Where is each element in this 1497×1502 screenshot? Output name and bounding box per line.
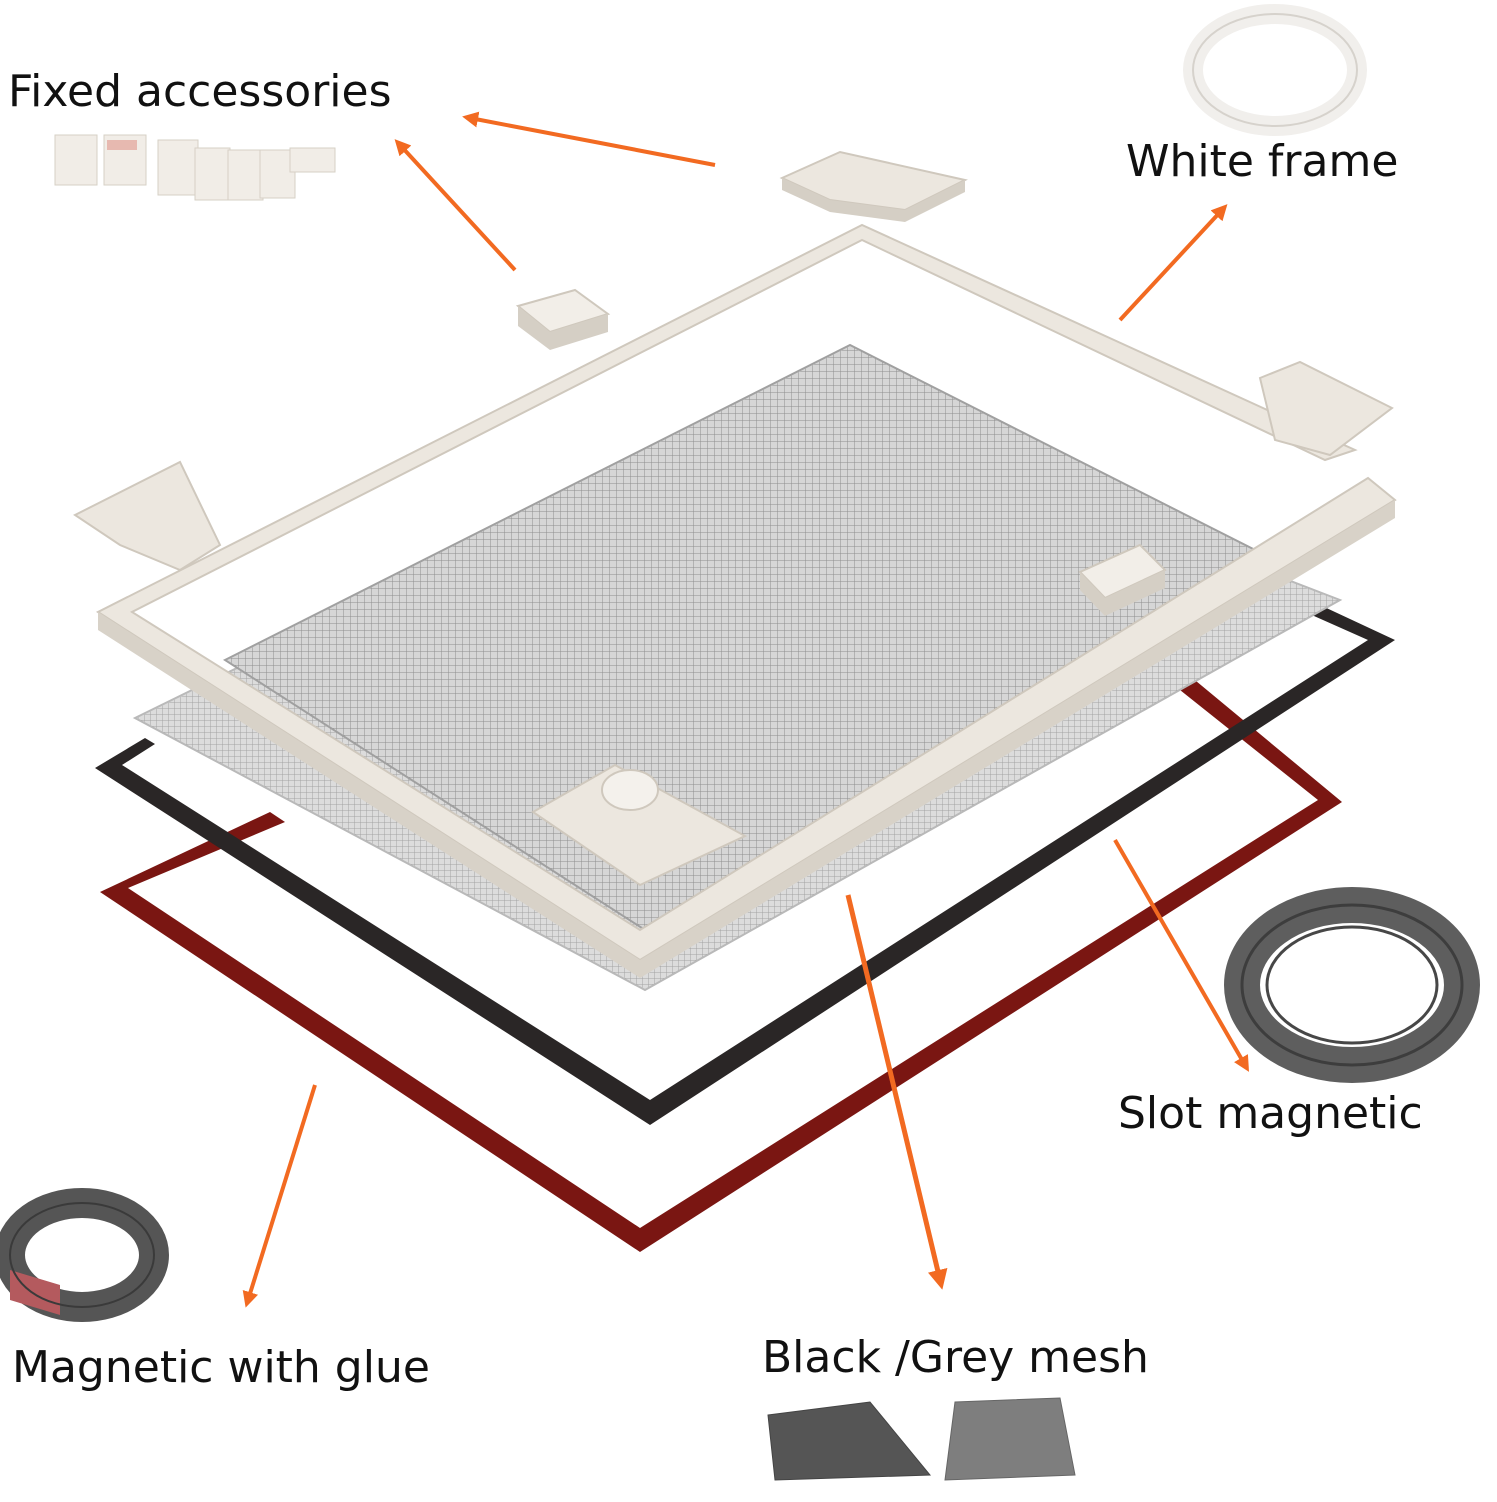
accessory-pieces xyxy=(54,134,336,201)
label-slot-magnetic: Slot magnetic xyxy=(1118,1088,1423,1139)
white-frame-roll xyxy=(1183,4,1367,136)
mesh-samples xyxy=(767,1397,1076,1481)
fixed-accessory-parts xyxy=(73,150,1394,887)
label-fixed-accessories: Fixed accessories xyxy=(8,66,392,117)
slot-magnetic-roll xyxy=(1224,887,1480,1083)
white-frame xyxy=(95,223,1397,978)
label-white-frame: White frame xyxy=(1126,136,1399,187)
callout-arrows xyxy=(242,111,1250,1308)
label-mesh: Black /Grey mesh xyxy=(762,1332,1149,1383)
label-magnetic-with-glue: Magnetic with glue xyxy=(12,1342,430,1393)
magnetic-glue-roll xyxy=(0,1188,169,1322)
